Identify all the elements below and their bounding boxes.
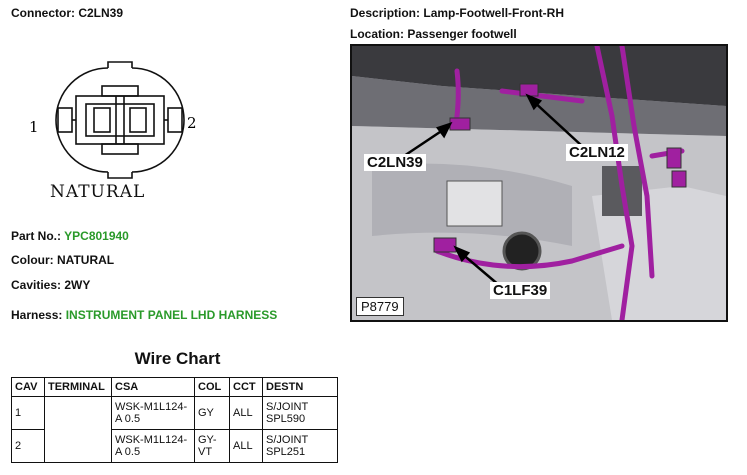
description-value: Lamp-Footwell-Front-RH [423,6,565,20]
cell-cav: 1 [11,396,45,430]
header-cct: CCT [229,377,263,397]
header-terminal: TERMINAL [44,377,112,397]
description-line: Description: Lamp-Footwell-Front-RH [350,6,564,20]
wire-chart-title: Wire Chart [134,349,221,368]
cell-col: GY-VT [194,429,230,463]
pin-1-label: 1 [29,118,39,136]
location-line: Location: Passenger footwell [350,27,517,41]
header-cav: CAV [11,377,45,397]
connector-face-diagram: 1 2 [20,60,200,220]
cell-cav: 2 [11,429,45,463]
cell-terminal [44,396,112,463]
cell-csa: WSK-M1L124-A 0.5 [111,429,195,463]
location-photo: C2LN39 C2LN12 C1LF39 P8779 [350,44,728,322]
cavities-label: Cavities: [11,278,62,292]
cavities-line: Cavities: 2WY [11,278,90,292]
location-photo-drawing [352,46,726,320]
part-no-label: Part No.: [11,229,62,243]
header-destn: DESTN [262,377,338,397]
cell-destn: S/JOINT SPL251 [262,429,338,463]
cell-col: GY [194,396,230,430]
table-row: 2 WSK-M1L124-A 0.5 GY-VT ALL S/JOINT SPL… [11,429,338,463]
cell-cct: ALL [229,429,263,463]
location-label: Location: [350,27,404,41]
cell-destn: S/JOINT SPL590 [262,396,338,430]
connector-value: C2LN39 [78,6,124,20]
description-label: Description: [350,6,421,20]
callout-c2ln39: C2LN39 [364,154,426,171]
pin-2-label: 2 [187,114,197,132]
callout-c1lf39: C1LF39 [490,282,551,299]
connector-line: Connector: C2LN39 [11,6,123,20]
harness-value[interactable]: INSTRUMENT PANEL LHD HARNESS [65,308,278,322]
callout-c2ln12: C2LN12 [566,144,628,161]
cell-cct: ALL [229,396,263,430]
connector-face-drawing: 1 2 [29,61,197,179]
connector-colour-caption: NATURAL [50,182,146,202]
cell-csa: WSK-M1L124-A 0.5 [111,396,195,430]
colour-value: NATURAL [57,253,115,267]
harness-label: Harness: [11,308,63,322]
wire-chart-header-row: CAV TERMINAL CSA COL CCT DESTN [11,377,338,397]
header-csa: CSA [111,377,195,397]
part-no-value[interactable]: YPC801940 [64,229,129,243]
wire-chart-table: CAV TERMINAL CSA COL CCT DESTN 1 WSK-M1L… [11,377,338,463]
harness-line: Harness: INSTRUMENT PANEL LHD HARNESS [11,308,277,322]
connector-label: Connector: [11,6,75,20]
photo-reference-number: P8779 [356,297,404,316]
part-no-line: Part No.: YPC801940 [11,229,129,243]
colour-label: Colour: [11,253,54,267]
colour-line: Colour: NATURAL [11,253,114,267]
header-col: COL [194,377,230,397]
table-row: 1 WSK-M1L124-A 0.5 GY ALL S/JOINT SPL590 [11,396,338,463]
location-value: Passenger footwell [407,27,517,41]
cavities-value: 2WY [64,278,91,292]
